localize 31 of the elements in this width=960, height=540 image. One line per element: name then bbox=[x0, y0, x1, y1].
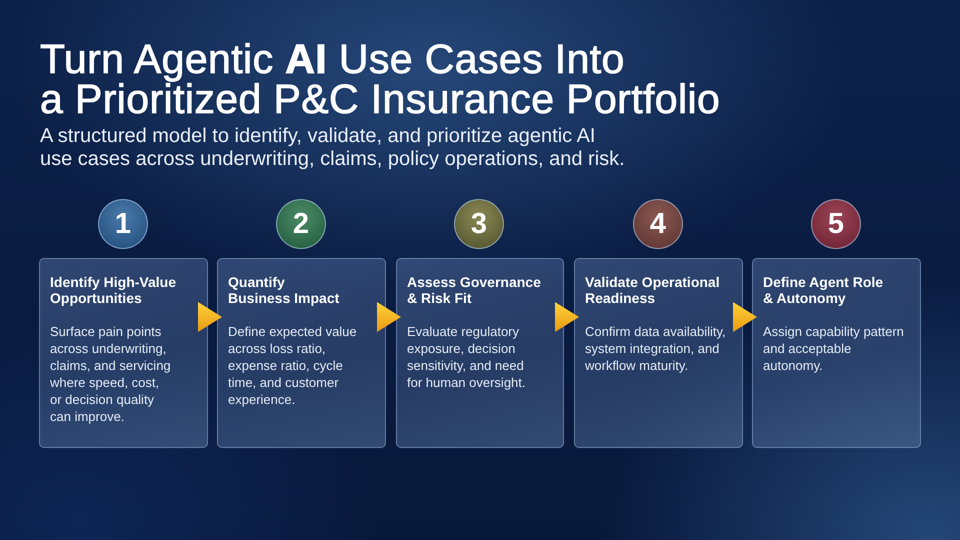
arrow bbox=[555, 302, 579, 332]
step-card bbox=[217, 258, 386, 448]
step-circle bbox=[454, 199, 504, 249]
step-card bbox=[396, 258, 564, 448]
step-description: Assign capability pattern and acceptable autonomy. bbox=[763, 323, 905, 374]
arrow bbox=[377, 302, 401, 332]
step-heading: Validate Operational Readiness bbox=[585, 274, 721, 306]
step-heading: Assess Governance & Risk Fit bbox=[407, 274, 542, 306]
step-number: 1 bbox=[114, 209, 132, 239]
title: Turn Agentic AI Use Cases Into a Prioritized P&C Insurance Portfolio bbox=[40, 39, 722, 119]
step-card bbox=[752, 258, 921, 448]
step-number: 3 bbox=[470, 209, 488, 239]
step-card bbox=[574, 258, 743, 448]
subtitle: A structured model to identify, validate, and prioritize agentic AI use cases across underwriting, claims, policy operations, and risk. bbox=[40, 125, 626, 171]
arrow bbox=[198, 302, 222, 332]
step-heading: Identify High-Value Opportunities bbox=[50, 274, 178, 306]
step-heading: Define Agent Role & Autonomy bbox=[763, 274, 884, 306]
arrow bbox=[733, 302, 757, 332]
step-circle bbox=[276, 199, 326, 249]
step-description: Evaluate regulatory exposure, decision sensitivity, and need for human oversight. bbox=[407, 323, 527, 391]
step-card bbox=[39, 258, 208, 448]
step-number: 2 bbox=[292, 209, 310, 239]
step-circle bbox=[98, 199, 148, 249]
step-description: Confirm data availability, system integration, and workflow maturity. bbox=[585, 323, 727, 374]
step-circle bbox=[633, 199, 683, 249]
step-description: Define expected value across loss ratio, expense ratio, cycle time, and customer experience. bbox=[228, 323, 358, 408]
step-number: 5 bbox=[828, 209, 844, 239]
step-heading: Quantify Business Impact bbox=[228, 274, 340, 306]
step-description: Surface pain points across underwriting, claims, and servicing where speed, cost, or decision quality can improve. bbox=[50, 323, 172, 425]
step-number: 4 bbox=[650, 209, 666, 239]
step-circle bbox=[811, 199, 861, 249]
